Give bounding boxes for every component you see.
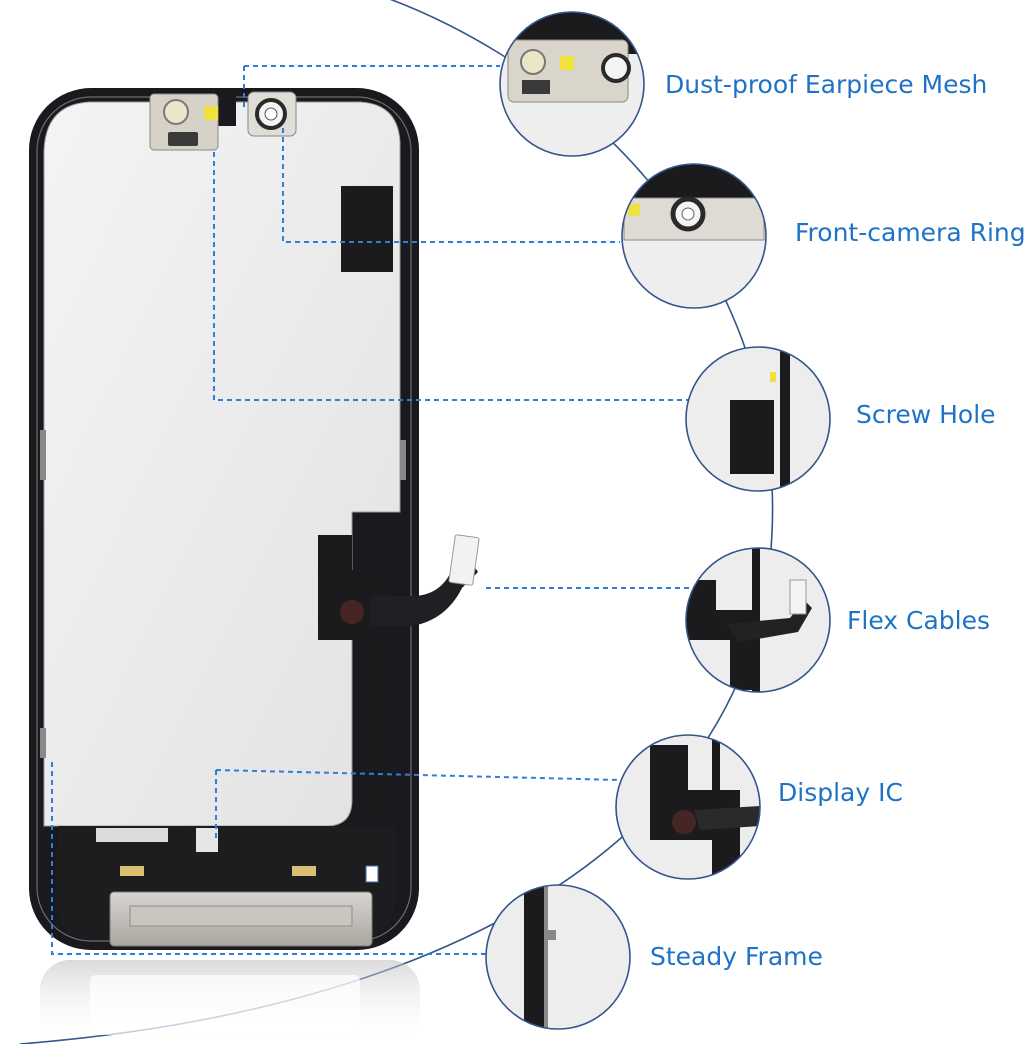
- leader-lines: [51, 65, 690, 955]
- magnifier-camera: [621, 163, 767, 309]
- flex-cable: [340, 534, 480, 626]
- label-flex-cables: Flex Cables: [847, 606, 991, 635]
- label-display-ic: Display IC: [778, 778, 903, 807]
- magnifier-frame: [485, 884, 631, 1030]
- back-panel: [43, 101, 401, 827]
- front-camera-ring-part: [247, 91, 297, 137]
- label-front-camera-ring: Front-camera Ring: [795, 218, 1024, 247]
- magnifier-ic: [615, 734, 761, 880]
- screw-hole-pad: [341, 186, 393, 272]
- leader-ic: [215, 769, 621, 840]
- leader-frame: [51, 762, 488, 955]
- magnifier-flex: [685, 547, 831, 693]
- label-steady-frame: Steady Frame: [650, 942, 823, 971]
- earpiece-mesh-part: [149, 93, 219, 151]
- leader-camera: [282, 128, 620, 243]
- magnifier-screw: [685, 346, 831, 492]
- label-earpiece-mesh: Dust-proof Earpiece Mesh: [665, 70, 988, 99]
- leader-screw: [213, 152, 688, 401]
- phone-screen: [29, 88, 480, 950]
- magnifier-earpiece: [499, 11, 645, 157]
- leader-earpiece: [243, 65, 500, 110]
- label-screw-hole: Screw Hole: [856, 400, 996, 429]
- phone-reflection: [40, 960, 420, 1044]
